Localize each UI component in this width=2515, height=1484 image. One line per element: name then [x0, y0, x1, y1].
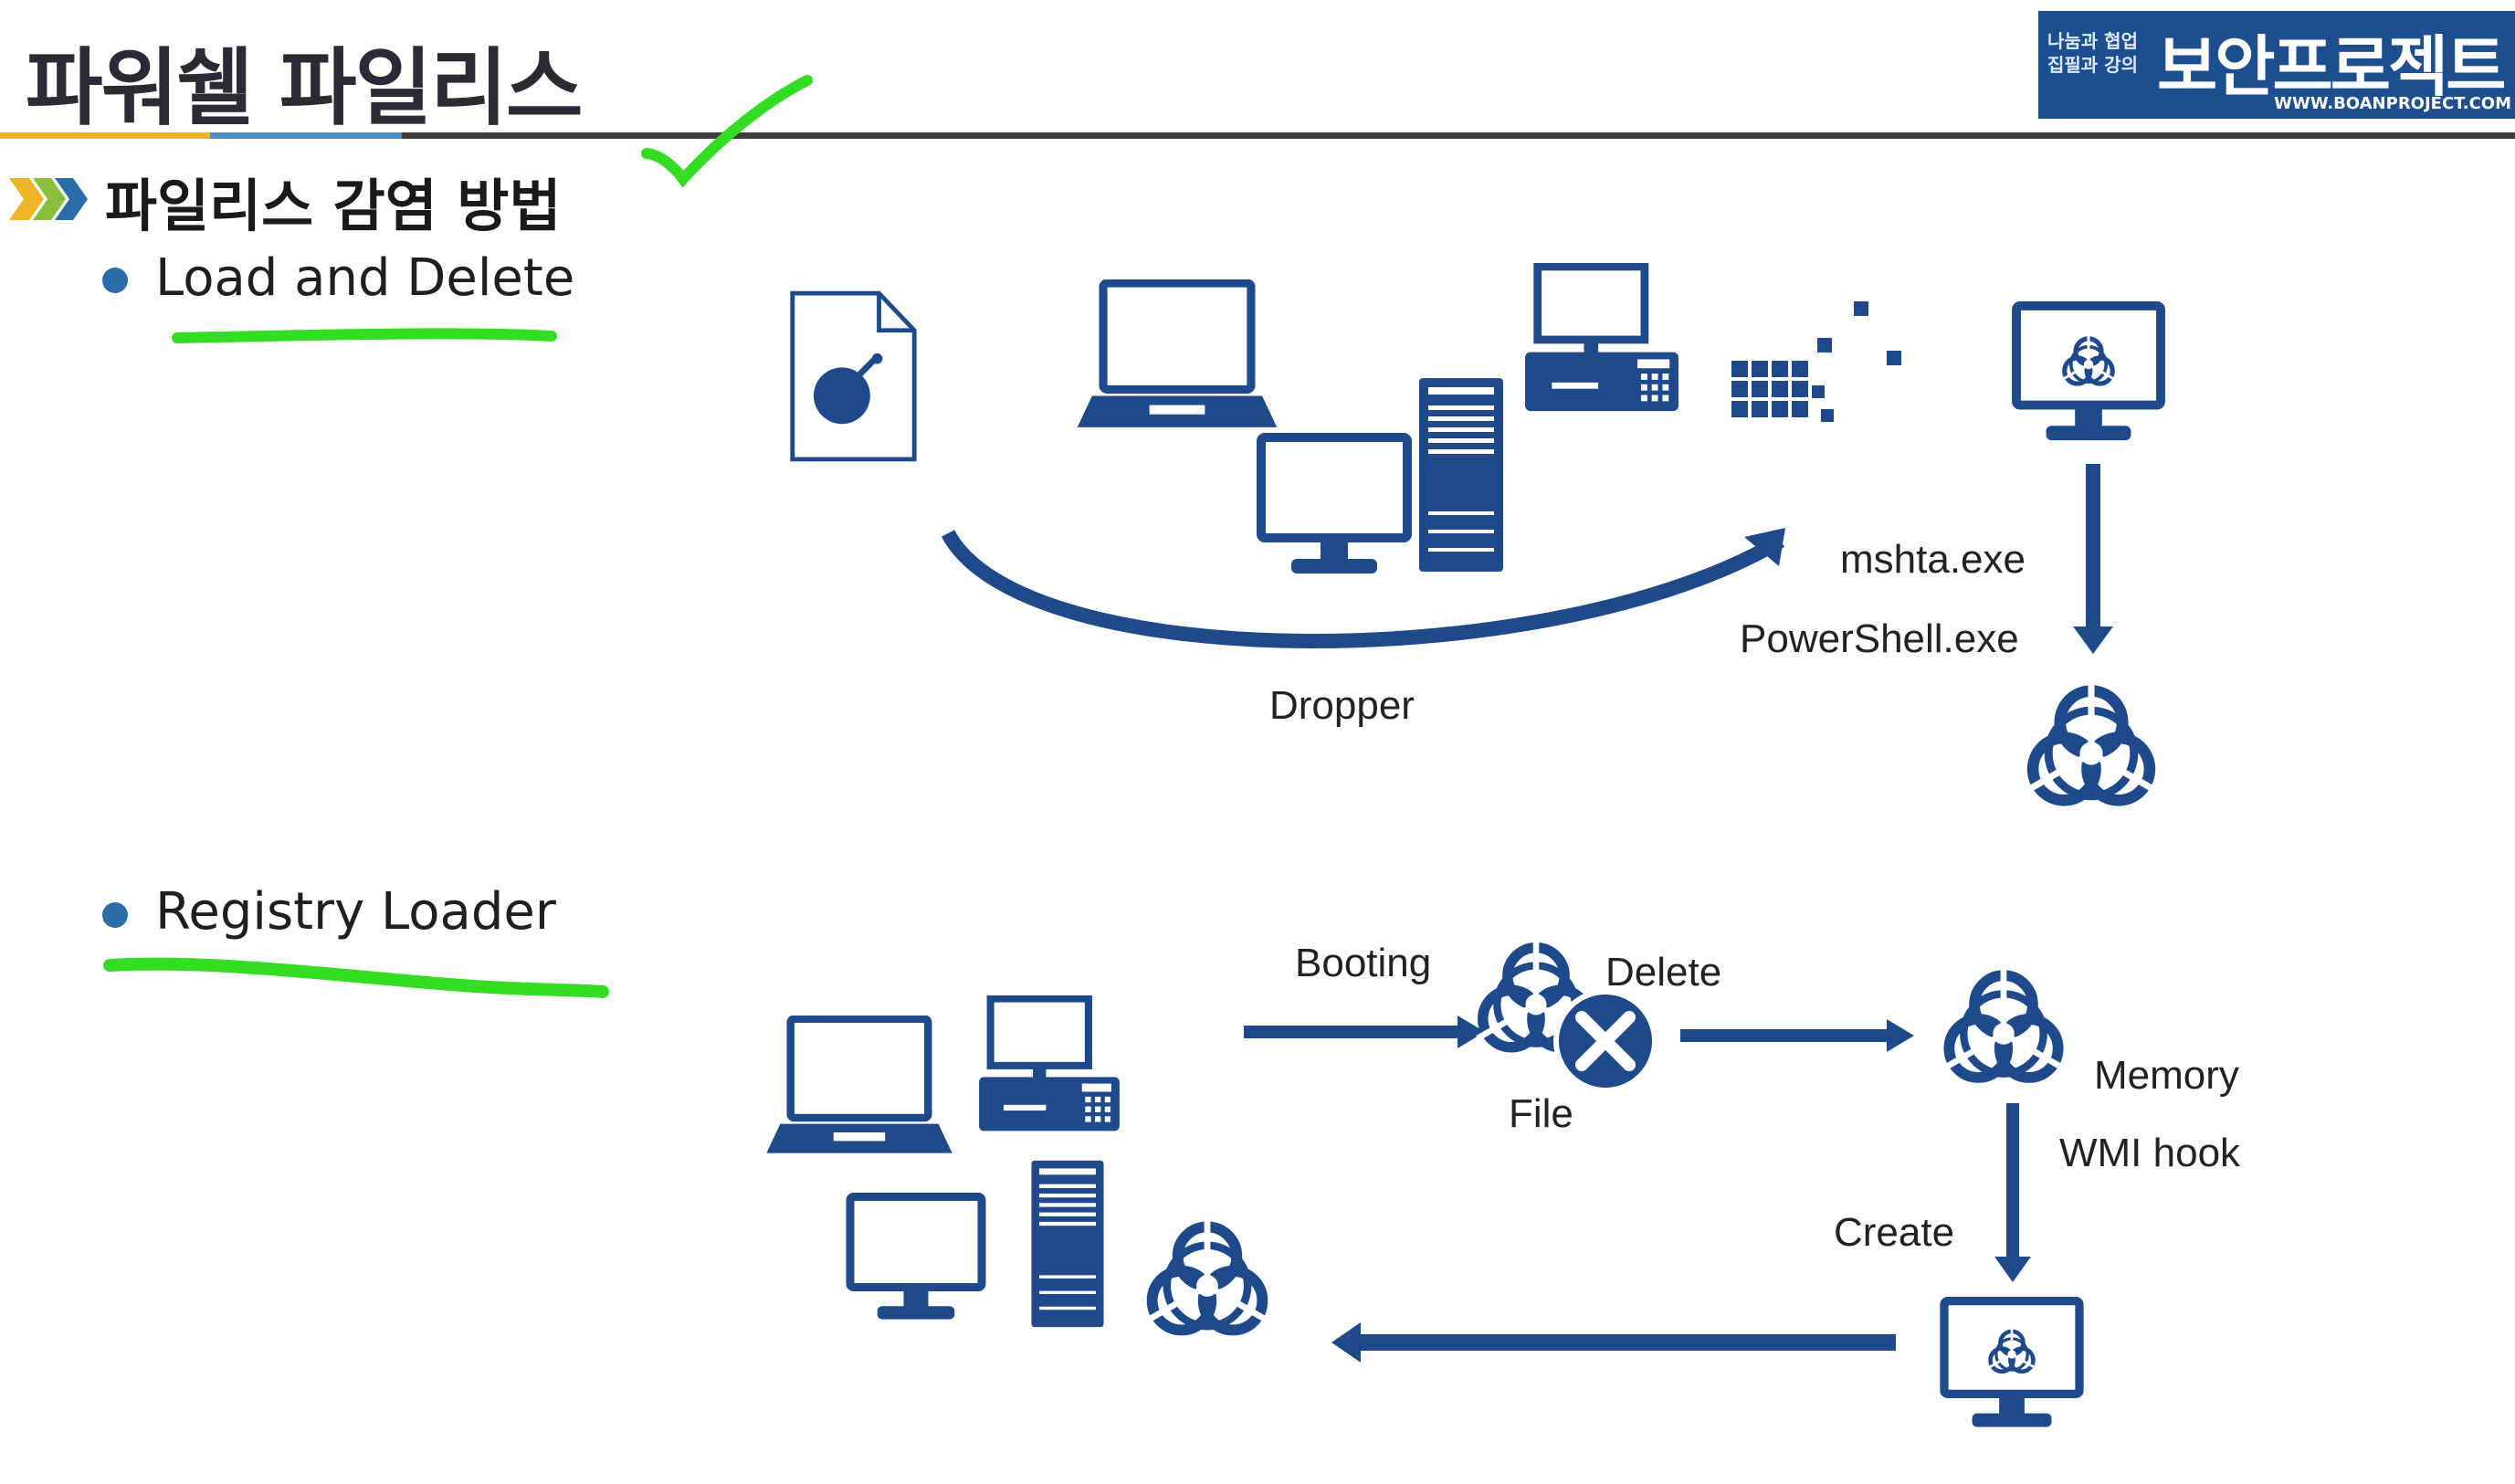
title-underline-bar [0, 132, 2515, 139]
logo-tagline-1: 나눔과 협업 [2047, 30, 2138, 52]
label-memory: Memory [2094, 1053, 2239, 1098]
dropper-arrowhead [1744, 528, 1785, 566]
server-tower-icon [1419, 378, 1503, 572]
pos-terminal-icon-2 [979, 999, 1120, 1131]
slide-title: 파워쉘 파일리스 [26, 39, 584, 137]
laptop-icon [1078, 283, 1278, 427]
biohazard-icon-2 [1147, 1216, 1268, 1331]
infected-monitor-icon-2 [1944, 1301, 2079, 1427]
bullet-load-and-delete: Load and Delete [155, 248, 575, 308]
label-create: Create [1834, 1210, 1955, 1255]
underline-registry-loader [103, 957, 609, 998]
label-mshta: mshta.exe [1840, 537, 2026, 582]
label-delete: Delete [1605, 950, 1722, 995]
laptop-icon-2 [766, 1019, 952, 1153]
monitor-icon-2 [850, 1197, 982, 1320]
malicious-document-icon [793, 293, 914, 459]
highlight-annotations [103, 75, 813, 998]
server-tower-icon-2 [1031, 1160, 1104, 1328]
dropper-curve-arrow [941, 530, 1785, 648]
label-wmi-hook: WMI hook [2059, 1131, 2241, 1175]
logo-url: WWW.BOANPROJECT.COM [2274, 94, 2511, 113]
biohazard-memory-icon [1943, 964, 2063, 1077]
pixel-dissolve-icon [1731, 301, 1901, 422]
underline-load-delete [172, 328, 557, 343]
biohazard-icon [2027, 679, 2155, 800]
label-dropper: Dropper [1269, 683, 1415, 728]
logo-name: 보안프로젝트 [2157, 28, 2506, 105]
pos-terminal-icon [1525, 267, 1678, 411]
boanproject-logo: 나눔과 협업 집필과 강의 보안프로젝트 WWW.BOANPROJECT.COM [2038, 11, 2515, 119]
monitor-icon [1261, 437, 1407, 574]
label-file: File [1509, 1091, 1573, 1136]
bullet-dot-1 [102, 268, 128, 293]
bullet-dot-2 [102, 902, 128, 928]
label-powershell: PowerShell.exe [1740, 616, 2019, 661]
label-booting: Booting [1295, 941, 1432, 985]
checkmark-annotation [641, 75, 813, 188]
logo-tagline-2: 집필과 강의 [2047, 54, 2138, 76]
infected-monitor-icon [2016, 306, 2161, 440]
logo-tagline: 나눔과 협업 집필과 강의 [2047, 29, 2138, 77]
bullet-registry-loader: Registry Loader [155, 882, 556, 942]
delete-x-icon [1553, 989, 1657, 1093]
section-heading: 파일리스 감염 방법 [105, 173, 562, 239]
